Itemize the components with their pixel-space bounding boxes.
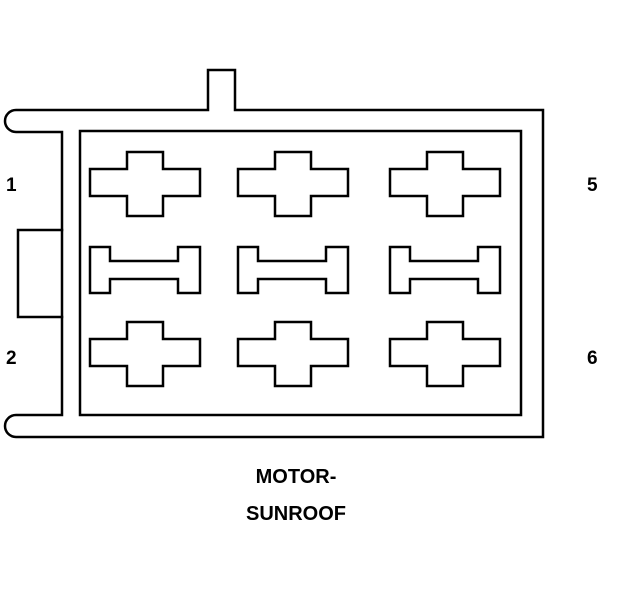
pin-label-5: 5 [587, 175, 598, 196]
cavity-cross-r1-c3 [388, 150, 502, 218]
connector-key [16, 228, 64, 319]
cavity-cross-r1-c2 [236, 150, 350, 218]
cavity-cross-r3-c2 [236, 320, 350, 388]
pin-label-1: 1 [6, 175, 17, 196]
connector-title-line-1: MOTOR- [255, 466, 337, 488]
cavity-ibeam-r2-c1 [88, 245, 202, 295]
connector-housing [3, 68, 545, 439]
cavity-cross-r3-c1 [88, 320, 202, 388]
cavity-cross-r3-c3 [388, 320, 502, 388]
pin-label-6: 6 [587, 348, 598, 369]
cavity-ibeam-r2-c3 [388, 245, 502, 295]
cavity-grid [88, 150, 502, 388]
connector-inner-frame [78, 129, 523, 417]
cavity-cross-r1-c1 [88, 150, 202, 218]
cavity-ibeam-r2-c2 [236, 245, 350, 295]
connector-title-line-2: SUNROOF [246, 503, 346, 525]
pin-label-2: 2 [6, 348, 17, 369]
